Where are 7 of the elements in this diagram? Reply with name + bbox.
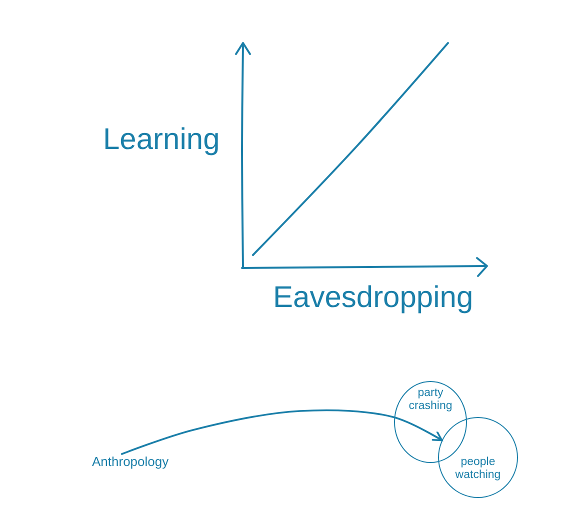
axis-label: Eavesdropping (273, 280, 474, 316)
axis-label: Learning (103, 122, 220, 158)
circle-label: people watching (455, 456, 501, 482)
topic-label: Anthropology (92, 454, 169, 470)
curved-arrow (120, 409, 443, 455)
venn-circle (438, 417, 518, 498)
circle-label: party crashing (408, 387, 452, 413)
